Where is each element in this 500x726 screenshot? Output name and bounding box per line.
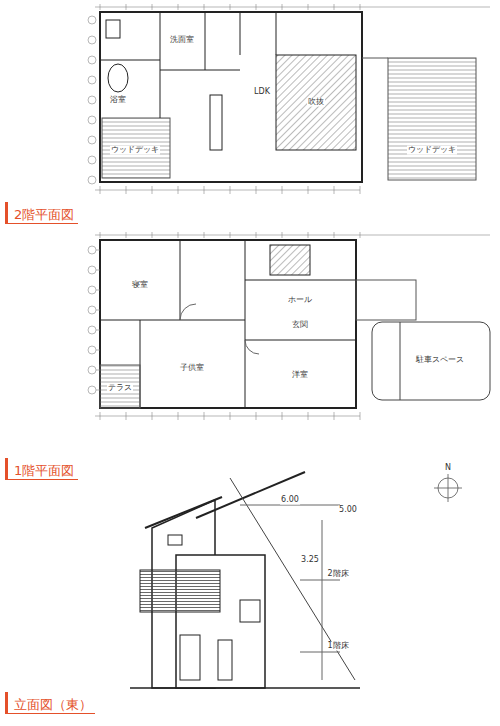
drawing-annotation: 1階床 xyxy=(326,642,349,651)
drawing-annotation: 洋室 xyxy=(291,371,309,380)
drawing-annotation: 寝室 xyxy=(131,281,149,290)
drawing-annotation: 3.25 xyxy=(300,556,320,565)
drawing-title: 立面図（東） xyxy=(14,697,92,713)
drawing-annotation: 洗面室 xyxy=(169,36,195,45)
caption-label: 立面図（東） xyxy=(5,692,95,714)
drawing-annotation: LDK xyxy=(253,88,271,97)
drawing-annotation: ホール xyxy=(287,296,313,305)
drawing-annotation: N xyxy=(444,464,452,473)
drawing-annotation: 吹抜 xyxy=(307,98,325,107)
caption-label: 1階平面図 xyxy=(5,458,78,480)
drawing-annotation: 6.00 xyxy=(280,496,300,505)
caption-label: 2階平面図 xyxy=(5,202,78,224)
drawing-annotation: 5.00 xyxy=(338,506,358,515)
drawing-annotation: テラス xyxy=(107,384,133,393)
drawing-annotation: 玄関 xyxy=(291,321,309,330)
drawing-annotation: 駐車スペース xyxy=(415,356,465,365)
drawing-title: 1階平面図 xyxy=(14,463,74,479)
drawing-annotation: ウッドデッキ xyxy=(110,146,160,155)
drawing-annotation: 2階床 xyxy=(326,570,349,579)
drawing-title: 2階平面図 xyxy=(14,207,74,223)
drawing-annotation: 子供室 xyxy=(179,364,205,373)
drawing-annotation: 浴室 xyxy=(109,96,127,105)
drawing-annotation: ウッドデッキ xyxy=(407,146,457,155)
